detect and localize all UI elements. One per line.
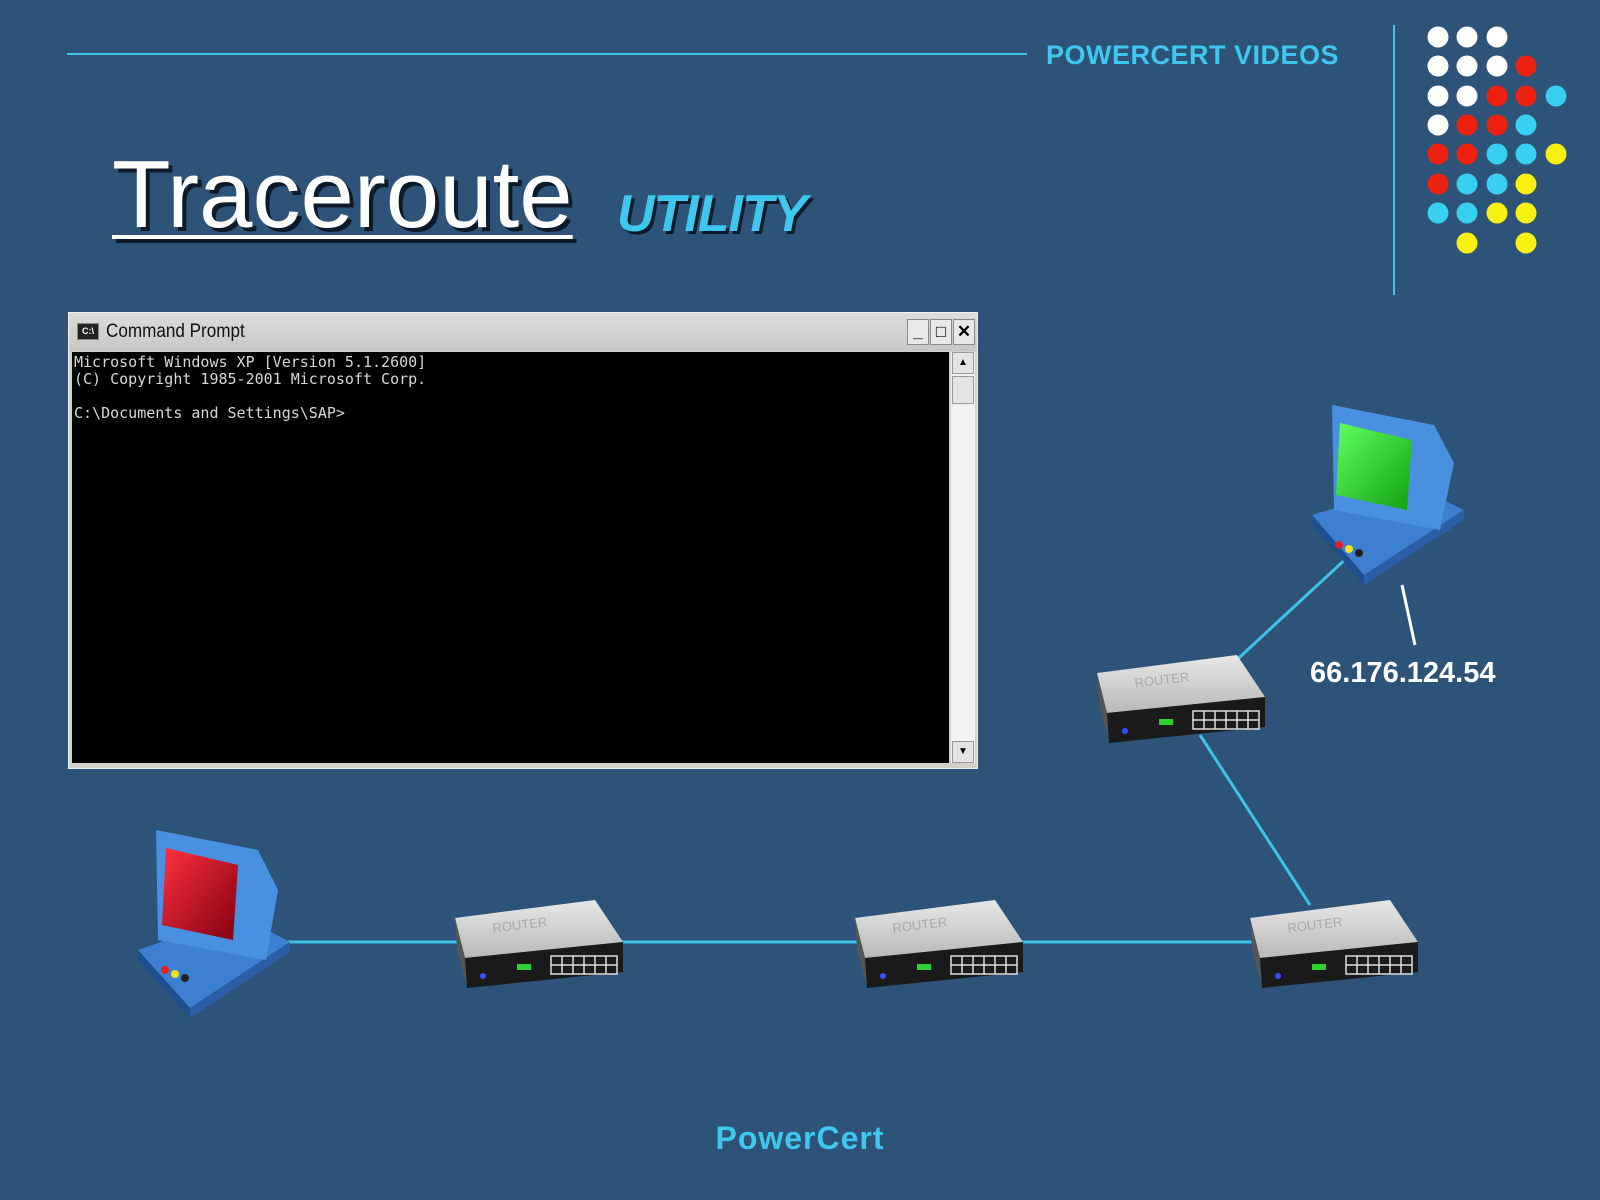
logo-dot	[1456, 114, 1478, 136]
header-divider-line	[67, 53, 1027, 55]
link-router3-to-router4	[1198, 734, 1312, 906]
dot-logo	[1427, 26, 1567, 254]
logo-dot	[1427, 202, 1449, 224]
logo-dot	[1456, 55, 1478, 77]
logo-dot	[1486, 85, 1508, 107]
command-prompt-window[interactable]: C:\ Command Prompt _ □ ✕ Microsoft Windo…	[68, 312, 978, 769]
page-subtitle: UTILITY	[617, 185, 807, 243]
console-line: Microsoft Windows XP [Version 5.1.2600]	[74, 353, 427, 371]
minimize-button[interactable]: _	[907, 319, 929, 345]
logo-dot	[1486, 173, 1508, 195]
logo-dot	[1515, 202, 1537, 224]
console-prompt: C:\Documents and Settings\SAP>	[74, 404, 345, 422]
close-button[interactable]: ✕	[953, 319, 975, 345]
router-label: ROUTER	[492, 914, 548, 936]
logo-dot	[1456, 202, 1478, 224]
ip-pointer-line	[1400, 584, 1417, 646]
logo-dot	[1515, 114, 1537, 136]
vertical-scrollbar[interactable]: ▲ ▼	[951, 352, 975, 763]
logo-dot	[1486, 202, 1508, 224]
window-titlebar[interactable]: C:\ Command Prompt _ □ ✕	[69, 313, 977, 351]
maximize-button[interactable]: □	[930, 319, 952, 345]
logo-dot	[1515, 232, 1537, 254]
logo-dot	[1515, 143, 1537, 165]
brand-label: POWERCERT VIDEOS	[1046, 40, 1340, 70]
logo-dot	[1486, 114, 1508, 136]
scroll-thumb[interactable]	[952, 376, 974, 404]
router-label: ROUTER	[892, 914, 948, 936]
logo-dot	[1515, 85, 1537, 107]
router-2: ROUTER	[854, 899, 1024, 989]
logo-dot	[1456, 232, 1478, 254]
logo-dot	[1456, 85, 1478, 107]
router-3: ROUTER	[1249, 899, 1419, 989]
link-router4-to-destination	[1226, 553, 1352, 670]
router-label: ROUTER	[1287, 914, 1343, 936]
logo-dot	[1427, 173, 1449, 195]
network-links	[285, 553, 1352, 944]
logo-dot	[1427, 85, 1449, 107]
page-title: Traceroute	[112, 141, 573, 248]
logo-dot	[1427, 55, 1449, 77]
logo-dot	[1486, 55, 1508, 77]
logo-dot	[1545, 85, 1567, 107]
logo-dot	[1456, 173, 1478, 195]
destination-ip-label: 66.176.124.54	[1310, 657, 1496, 689]
router-1: ROUTER	[454, 899, 624, 989]
logo-dot	[1515, 55, 1537, 77]
logo-dot	[1456, 26, 1478, 48]
scroll-down-button[interactable]: ▼	[952, 741, 974, 763]
cmd-icon: C:\	[77, 323, 99, 340]
destination-computer-icon	[1312, 405, 1464, 585]
logo-dot	[1486, 143, 1508, 165]
logo-dot	[1427, 26, 1449, 48]
logo-divider-line	[1393, 25, 1395, 295]
logo-dot	[1427, 143, 1449, 165]
logo-dot	[1515, 173, 1537, 195]
logo-dot	[1486, 26, 1508, 48]
window-title: Command Prompt	[106, 321, 245, 342]
scroll-up-button[interactable]: ▲	[952, 352, 974, 374]
console-line: (C) Copyright 1985-2001 Microsoft Corp.	[74, 370, 427, 388]
logo-dot	[1545, 143, 1567, 165]
footer-brand: PowerCert	[715, 1120, 885, 1156]
logo-dot	[1456, 143, 1478, 165]
logo-dot	[1427, 114, 1449, 136]
router-4: ROUTER	[1096, 654, 1266, 744]
console-output[interactable]: Microsoft Windows XP [Version 5.1.2600](…	[72, 352, 949, 763]
source-computer-icon	[138, 830, 290, 1018]
router-label: ROUTER	[1134, 669, 1190, 691]
